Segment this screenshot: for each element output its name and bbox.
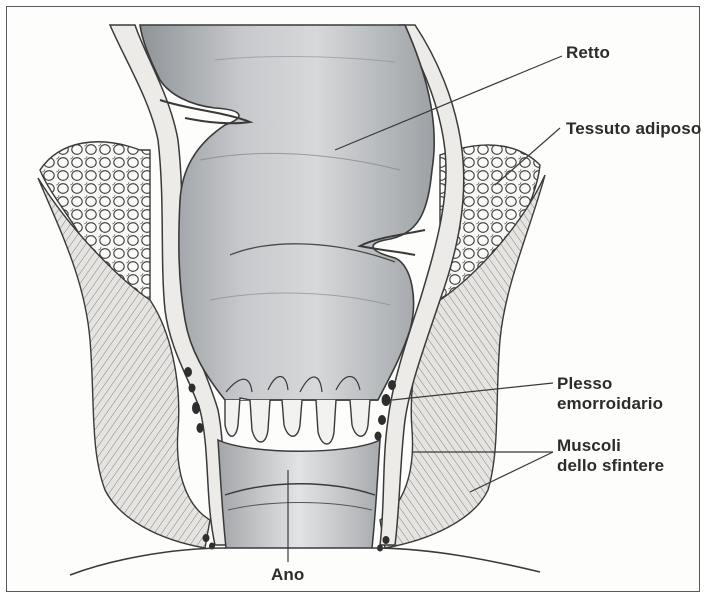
label-hemorrhoidal-plexus: Plesso emorroidario: [557, 374, 663, 414]
label-sphincter-muscles: Muscoli dello sfintere: [557, 436, 664, 476]
anal-canal: [218, 440, 380, 548]
perineum-skin: [70, 548, 540, 575]
anal-columns: [225, 398, 378, 444]
label-adipose-tissue: Tessuto adiposo: [566, 119, 701, 139]
label-anus: Ano: [271, 565, 304, 585]
label-rectum: Retto: [566, 43, 610, 63]
